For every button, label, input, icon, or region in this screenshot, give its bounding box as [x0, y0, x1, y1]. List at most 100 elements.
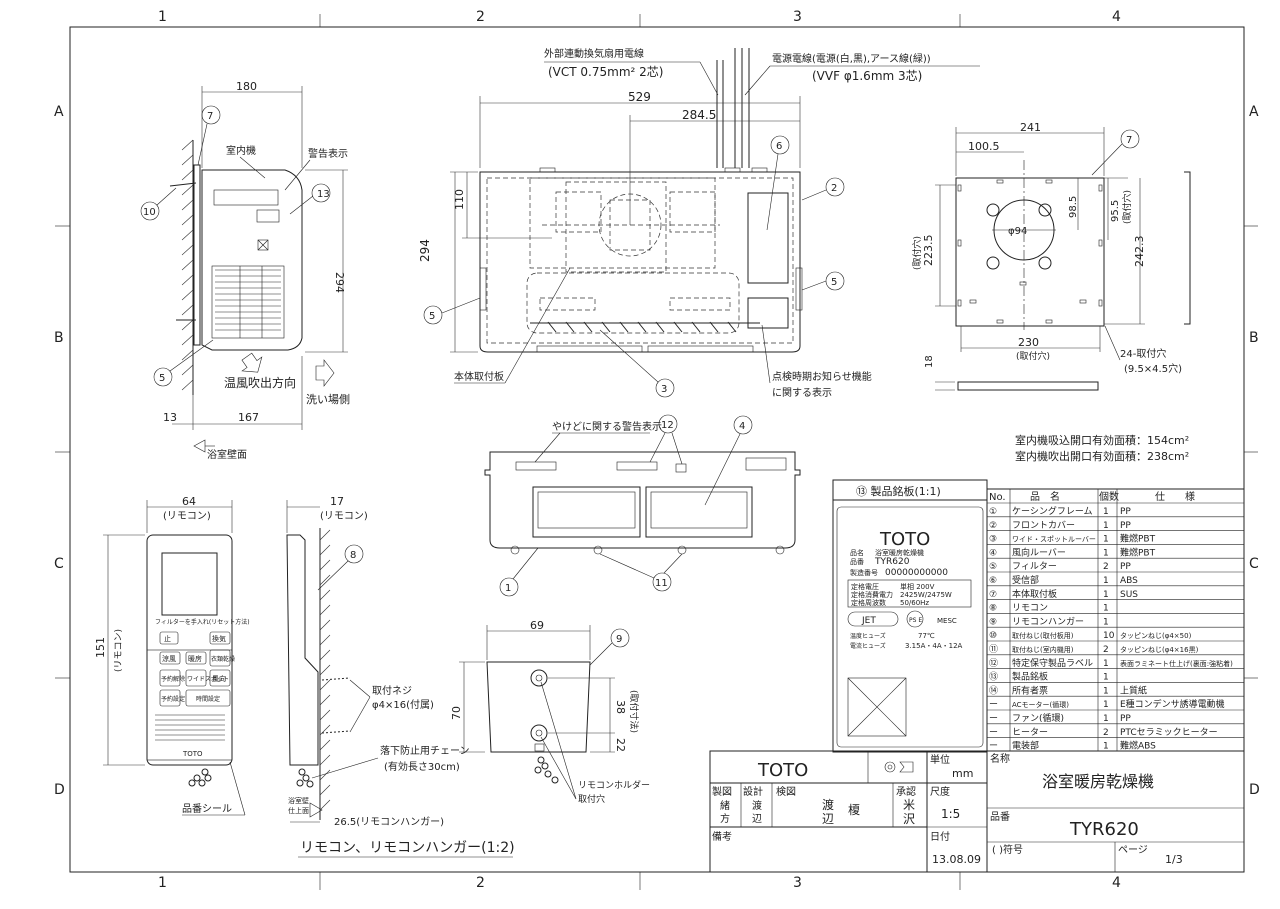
dim-plate-955-note: (取付穴) [1121, 190, 1133, 224]
btn-dry: 衣類乾燥 [211, 655, 235, 663]
table-cell: PP [1120, 521, 1131, 531]
title-draw-label: 製図 [712, 785, 732, 798]
table-cell: 上質紙 [1120, 684, 1147, 696]
nameplate-row-value: 単相 200V [900, 582, 935, 591]
btn-set: 予約設定 [161, 695, 185, 703]
table-cell: PP [1120, 562, 1131, 572]
remote-brand: TOTO [182, 750, 203, 758]
label-lamp-2: に関する表示 [772, 386, 832, 399]
table-cell: 取付ねじ(室内機用) [1012, 645, 1074, 654]
col-label: 2 [476, 875, 485, 891]
table-cell: 1 [1103, 700, 1109, 710]
dim-side-wall: 13 [163, 411, 177, 424]
remote-filter-note: フィルターを手入れ(リセット方法) [155, 618, 250, 626]
table-cell: ③ [989, 535, 997, 545]
parts-header: 品 名 [1030, 490, 1060, 503]
col-label: 4 [1112, 875, 1121, 891]
table-cell: PP [1120, 714, 1131, 724]
dim-holder-38-note: (取付寸法) [628, 690, 640, 733]
nameplate-mesc: MESC [937, 617, 957, 625]
front-view: 外部連動換気扇用電線 (VCT 0.75mm² 2芯) 電源電線(電源(白,黒)… [418, 47, 980, 399]
title-design-name: 辺 [752, 813, 762, 825]
balloon: 5 [429, 311, 435, 322]
parts-header: 仕 様 [1155, 490, 1195, 503]
label-wall: 浴室壁面 [207, 448, 247, 461]
nameplate-code-value: TYR620 [874, 557, 910, 567]
dim-remote-width-note: (リモコン) [163, 511, 211, 522]
label-cable-power: 電源電線(電源(白,黒),アース線(緑)) [772, 52, 931, 65]
col-label: 1 [158, 9, 167, 25]
table-cell: ACモーター(循環) [1012, 700, 1069, 709]
table-cell: 1 [1103, 604, 1109, 614]
title-name-label: 名称 [990, 752, 1010, 765]
dim-plate-left: 100.5 [968, 140, 1000, 153]
table-cell: ⑤ [989, 562, 997, 572]
table-cell: 10 [1103, 631, 1115, 641]
row-label: D [1249, 782, 1260, 798]
btn-ventilate: 換気 [212, 634, 226, 643]
bottom-view: やけどに関する警告表示 12 4 1 11 [484, 414, 801, 597]
table-cell: E種コンデンサ誘導電動機 [1120, 698, 1225, 710]
balloon: 10 [143, 207, 156, 218]
table-cell: 2 [1103, 728, 1109, 738]
title-approve-name: 米 [903, 798, 915, 812]
dim-side-width: 180 [236, 80, 257, 93]
table-cell: ⑥ [989, 576, 997, 586]
balloon: 4 [739, 421, 745, 432]
btn-cool: 涼風 [162, 654, 176, 663]
title-design-name: 渡 [752, 799, 762, 812]
table-cell: 難燃PBT [1120, 533, 1156, 545]
title-code-value: TYR620 [1069, 819, 1139, 840]
col-label: 1 [158, 875, 167, 891]
title-date-label: 日付 [930, 830, 950, 843]
table-cell: タッピンねじ(φ4×50) [1120, 631, 1192, 640]
table-cell: 1 [1103, 576, 1109, 586]
title-unit-label: 単位 [930, 753, 950, 766]
title-block: TOTO 単位 mm 尺度 1:5 日付 13.08.09 名称 浴室暖房乾燥機… [709, 750, 1245, 873]
nameplate-ps: PS E [909, 617, 922, 624]
balloon: 3 [661, 384, 667, 395]
table-cell: 1 [1103, 659, 1109, 669]
nameplate-jet: JET [861, 616, 876, 626]
row-label: A [1249, 104, 1259, 120]
table-cell: 1 [1103, 617, 1109, 627]
label-cable-power-spec: (VVF φ1.6mm 3芯) [812, 69, 922, 83]
dim-plate-230-note: (取付穴) [1016, 350, 1050, 362]
title-scale-value: 1:5 [941, 807, 960, 821]
balloon: 8 [350, 550, 356, 561]
btn-dir: 風向 [212, 674, 226, 683]
label-screw-2: φ4×16(付属) [372, 698, 434, 711]
title-code-label: 品番 [990, 811, 1010, 823]
label-holder: リモコンホルダー [578, 779, 650, 791]
table-cell: フィルター [1012, 561, 1057, 572]
table-cell: 製品銘板 [1012, 671, 1048, 683]
table-cell: 特定保守製品ラベル [1012, 657, 1093, 669]
btn-stop: 止 [164, 634, 171, 643]
nameplate-row-label: 定格周波数 [851, 598, 886, 607]
title-check-name: 榎 [848, 802, 860, 817]
label-warning: 警告表示 [308, 147, 348, 160]
row-label: C [54, 556, 64, 572]
remote-view: フィルターを手入れ(リセット方法) 止 換気 涼風 暖房 衣類乾燥 予約解除 ワ… [94, 495, 515, 858]
nameplate-row-value: 50/60Hz [900, 599, 929, 607]
table-cell: ー [989, 742, 998, 752]
nameplate-fuse-curr-label: 電流ヒューズ [850, 642, 886, 650]
nameplate-row-label: 定格消費電力 [851, 590, 893, 599]
nameplate-title: ⑬ 製品銘板(1:1) [856, 484, 941, 498]
row-label: A [54, 104, 64, 120]
nameplate-fuse-curr-value: 3.15A・4A・12A [905, 642, 963, 650]
balloon: 12 [661, 420, 674, 431]
dim-remote-height-note: (リモコン) [114, 629, 124, 672]
table-cell: ⑧ [989, 604, 997, 614]
dim-plate-230: 230 [1018, 336, 1039, 349]
parts-header: No. [989, 492, 1006, 503]
table-cell: 風向ルーバー [1012, 546, 1066, 558]
row-label: C [1249, 556, 1259, 572]
label-warm-air: 温風吹出方向 [224, 375, 296, 390]
table-cell: リモコンハンガー [1012, 616, 1084, 627]
dim-plate-2235: 223.5 [922, 235, 935, 267]
dim-front-width: 529 [628, 90, 651, 104]
